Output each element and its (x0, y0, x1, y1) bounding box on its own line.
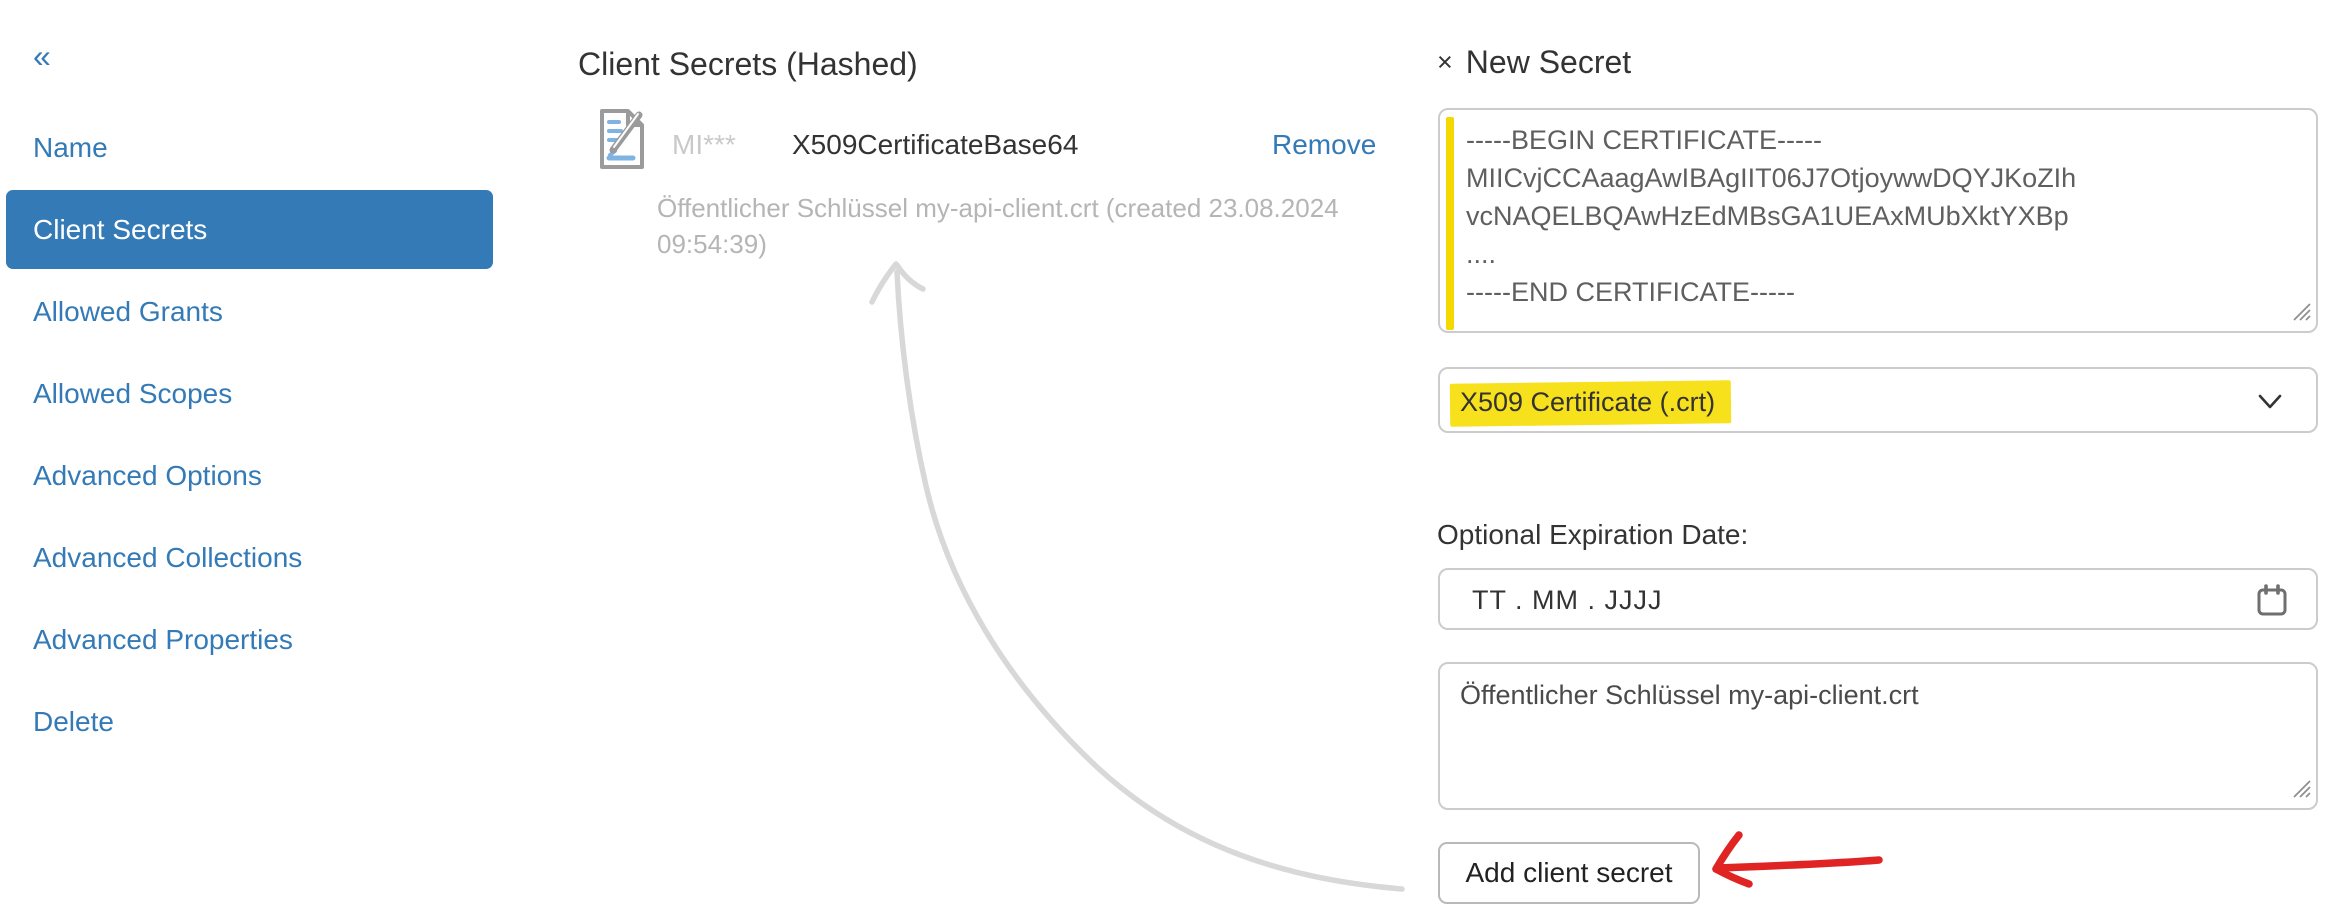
certificate-value: -----BEGIN CERTIFICATE----- MIICvjCCAaag… (1466, 125, 2077, 307)
secret-type-selected-value: X509 Certificate (.crt) (1459, 387, 1716, 418)
new-secret-title: New Secret (1465, 44, 1632, 80)
yellow-stripe-annotation (1446, 117, 1454, 330)
secret-description-textarea[interactable]: Öffentlicher Schlüssel my-api-client.crt (1438, 662, 2318, 810)
expiration-date-label: Optional Expiration Date: (1437, 519, 1749, 550)
secret-masked-value: MI*** (672, 129, 736, 160)
sidebar-nav: Name Client Secrets Allowed Grants Allow… (6, 107, 493, 763)
date-placeholder: TT . MM . JJJJ (1472, 585, 1663, 615)
signed-document-icon (597, 106, 647, 177)
yellow-highlight-annotation: X509 Certificate (.crt) (1449, 380, 1732, 427)
sidebar-item-advanced-properties[interactable]: Advanced Properties (33, 624, 293, 655)
close-icon[interactable]: × (1437, 47, 1453, 77)
remove-secret-link[interactable]: Remove (1272, 129, 1377, 160)
add-client-secret-button[interactable]: Add client secret (1438, 842, 1700, 904)
secret-type-select[interactable]: X509 Certificate (.crt) (1438, 367, 2318, 433)
sidebar-item-delete[interactable]: Delete (33, 706, 114, 737)
chevron-down-icon (2258, 394, 2282, 415)
client-secrets-heading: Client Secrets (Hashed) (578, 46, 918, 82)
sidebar-item-advanced-options[interactable]: Advanced Options (33, 460, 262, 491)
calendar-icon[interactable] (2256, 584, 2288, 623)
certificate-textarea[interactable]: -----BEGIN CERTIFICATE----- MIICvjCCAaag… (1438, 108, 2318, 333)
sidebar-item-name[interactable]: Name (33, 132, 108, 163)
red-arrow-annotation (1712, 831, 1883, 888)
secret-description-value: Öffentlicher Schlüssel my-api-client.crt (1460, 680, 1919, 710)
settings-sidebar: « Name Client Secrets Allowed Grants All… (6, 0, 493, 912)
secret-description: Öffentlicher Schlüssel my-api-client.crt… (657, 193, 1339, 259)
resize-grip-icon[interactable] (2289, 776, 2313, 805)
sidebar-item-allowed-scopes[interactable]: Allowed Scopes (33, 378, 233, 409)
secret-type: X509CertificateBase64 (792, 129, 1079, 160)
sidebar-item-client-secrets[interactable]: Client Secrets (6, 190, 493, 269)
gray-curved-arrow-annotation (869, 261, 1405, 892)
resize-grip-icon[interactable] (2289, 299, 2313, 328)
sidebar-collapse-button[interactable]: « (33, 38, 51, 74)
new-secret-header: × New Secret (1437, 44, 1631, 81)
expiration-date-input[interactable]: TT . MM . JJJJ (1438, 568, 2318, 630)
sidebar-item-advanced-collections[interactable]: Advanced Collections (33, 542, 303, 573)
sidebar-item-allowed-grants[interactable]: Allowed Grants (33, 296, 223, 327)
